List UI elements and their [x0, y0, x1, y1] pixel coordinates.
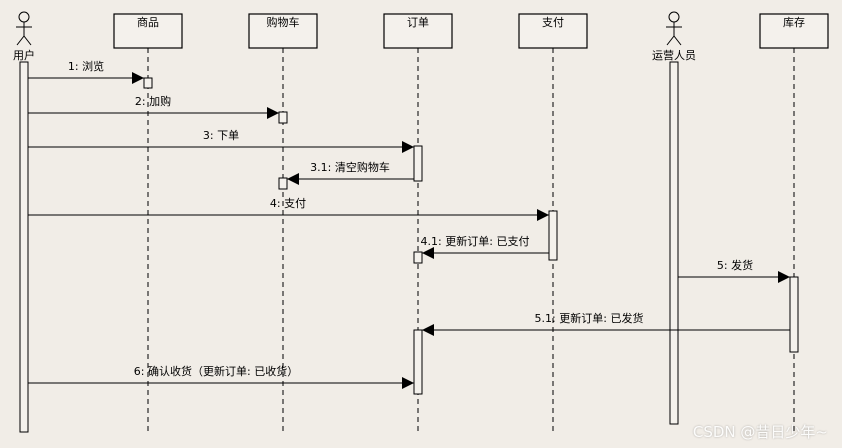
activation-user — [19, 61, 29, 433]
message-label: 5.1: 更新订单: 已发货 — [535, 311, 644, 325]
activation-stock — [789, 276, 799, 353]
message-3: 3: 下单 — [28, 129, 414, 148]
message-4: 3.1: 清空购物车 — [287, 160, 414, 180]
message-label: 6: 确认收货（更新订单: 已收货） — [134, 364, 298, 378]
arrowhead-icon — [422, 247, 434, 259]
participant-goods: 商品 — [113, 13, 183, 434]
participant-order: 订单 — [383, 13, 453, 434]
message-label: 4.1: 更新订单: 已支付 — [421, 234, 530, 248]
actor-label: 运营人员 — [652, 48, 696, 62]
participant-box — [383, 13, 453, 49]
arrowhead-icon — [537, 209, 549, 221]
arrowhead-icon — [267, 107, 279, 119]
activation-order-1 — [413, 145, 423, 182]
message-label: 3.1: 清空购物车 — [310, 160, 390, 174]
activation-pay — [548, 210, 558, 261]
message-label: 2: 加购 — [135, 94, 171, 108]
message-label: 5: 发货 — [717, 258, 753, 272]
arrowhead-icon — [422, 324, 434, 336]
message-7: 5: 发货 — [678, 258, 790, 278]
message-9: 6: 确认收货（更新订单: 已收货） — [28, 364, 414, 384]
participant-box — [113, 13, 183, 49]
participant-stock: 库存 — [759, 13, 829, 434]
participant-label: 支付 — [542, 16, 564, 29]
message-1: 1: 浏览 — [28, 59, 144, 79]
participant-label: 订单 — [407, 16, 429, 29]
activation-cart-2 — [278, 177, 288, 190]
arrowhead-icon — [132, 72, 144, 84]
message-5: 4: 支付 — [28, 197, 549, 216]
arrowhead-icon — [402, 141, 414, 153]
message-6: 4.1: 更新订单: 已支付 — [421, 234, 549, 254]
message-label: 1: 浏览 — [68, 59, 104, 73]
activation-order-2 — [413, 251, 423, 264]
participant-label: 商品 — [137, 15, 159, 29]
activation-order-3 — [413, 329, 423, 395]
participant-ops: 运营人员 — [652, 11, 696, 62]
message-2: 2: 加购 — [28, 94, 279, 114]
watermark: CSDN @昔日少年~ — [692, 423, 828, 441]
actor-icon — [16, 11, 32, 46]
activation-cart-1 — [278, 111, 288, 124]
actor-icon — [666, 11, 682, 46]
activation-goods — [143, 77, 153, 89]
message-label: 4: 支付 — [270, 197, 306, 210]
arrowhead-icon — [402, 377, 414, 389]
actor-label: 用户 — [13, 48, 35, 62]
activation-ops — [669, 61, 679, 425]
participant-user: 用户 — [13, 11, 35, 62]
participant-label: 库存 — [783, 15, 805, 29]
arrowhead-icon — [778, 271, 790, 283]
message-8: 5.1: 更新订单: 已发货 — [422, 311, 790, 331]
message-label: 3: 下单 — [203, 129, 239, 142]
arrowhead-icon — [287, 173, 299, 185]
participant-label: 购物车 — [267, 15, 300, 29]
